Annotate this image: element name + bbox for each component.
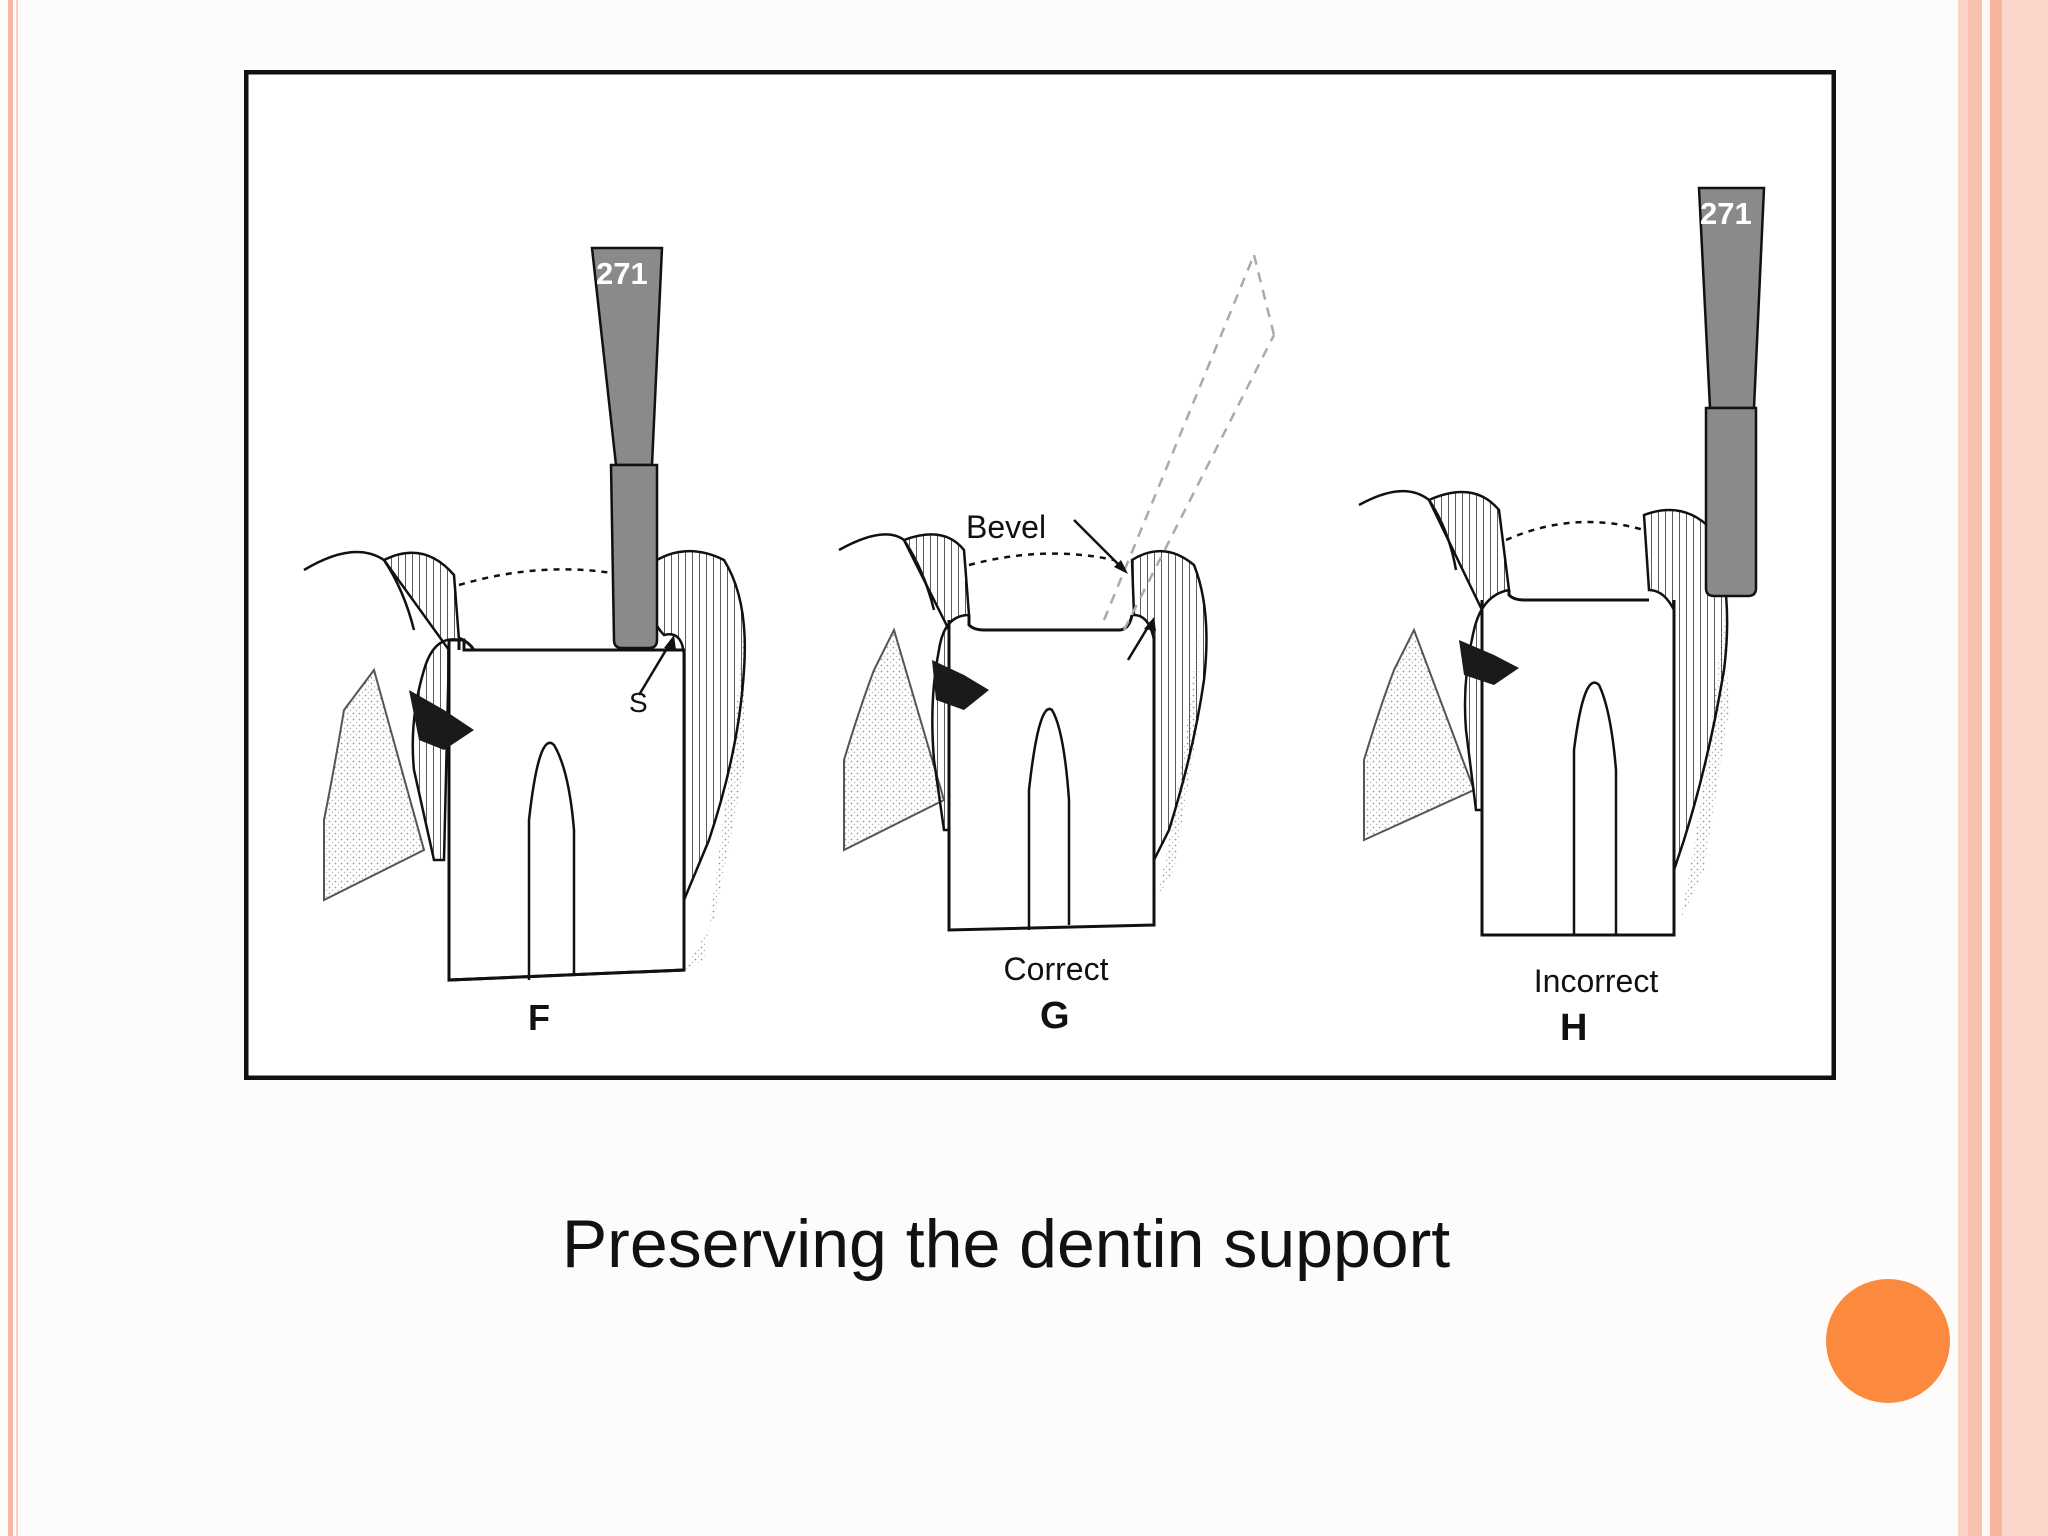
panel-h-pulp-canal xyxy=(1572,681,1618,935)
panel-h-bur-label: 271 xyxy=(1700,196,1752,231)
panel-f-original-outline xyxy=(458,568,625,587)
panel-g-letter: G xyxy=(1040,995,1070,1037)
panel-f-enamel-right xyxy=(647,549,747,901)
panel-g-bevel-bur-outline xyxy=(1102,254,1276,631)
panel-g: Bevel Correct G xyxy=(838,254,1276,1037)
panel-f-bone-right xyxy=(684,630,744,970)
panel-h-letter: H xyxy=(1560,1007,1587,1049)
panel-h: 271 Incorrect H xyxy=(1358,186,1766,1049)
panel-h-lesion xyxy=(1459,640,1519,685)
panel-g-bone-right xyxy=(1144,630,1199,920)
panel-h-bur-head xyxy=(1704,406,1758,598)
slide-frame-right xyxy=(1958,0,2048,1536)
panel-h-original-outline xyxy=(1505,520,1645,542)
panel-g-bevel-arrow xyxy=(1073,519,1123,569)
panel-f-arrow xyxy=(637,639,674,696)
panel-f-lesion xyxy=(409,690,474,750)
dentin-support-figure: 271 S F Bevel Correct G xyxy=(243,69,1837,1081)
panel-g-bone-left xyxy=(843,627,946,852)
panel-h-tooth xyxy=(1480,600,1676,937)
panel-h-bone-left xyxy=(1363,627,1476,842)
panel-f-pointer-label: S xyxy=(629,687,648,718)
panel-f-letter: F xyxy=(528,997,550,1038)
panel-f-bur-label: 271 xyxy=(596,256,648,291)
panel-g-tooth xyxy=(947,620,1156,932)
panel-f-tooth xyxy=(447,638,686,982)
panel-h-status: Incorrect xyxy=(1534,963,1659,999)
panel-h-enamel-left xyxy=(1427,490,1511,812)
slide-frame-left xyxy=(0,0,26,1536)
slide-caption: Preserving the dentin support xyxy=(561,1206,1451,1282)
panel-f: 271 S F xyxy=(303,246,747,1038)
panel-g-lesion xyxy=(932,660,989,710)
panel-g-pulp-canal xyxy=(1027,707,1071,930)
panel-g-status: Correct xyxy=(1004,951,1109,987)
panel-f-bone-left xyxy=(323,667,426,902)
panel-f-pulp-canal xyxy=(527,741,576,980)
panel-f-bur-head xyxy=(609,463,659,650)
panel-g-original-outline xyxy=(968,552,1115,567)
accent-dot xyxy=(1826,1279,1950,1403)
panel-g-pointer-label: Bevel xyxy=(966,509,1046,545)
